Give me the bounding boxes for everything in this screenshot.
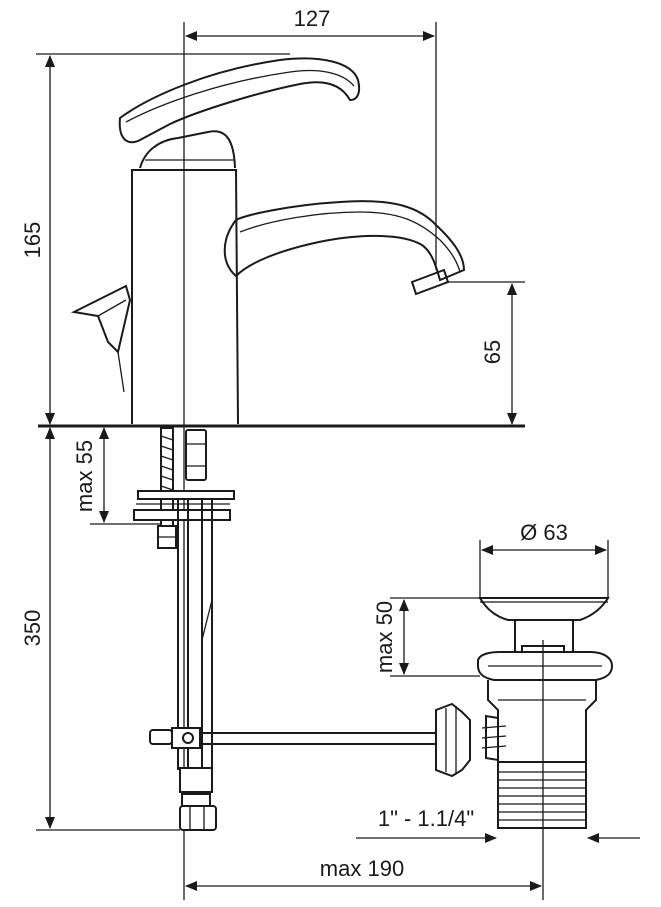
pop-up-rod [149,727,436,749]
dimension-drain-adjust: max 50 [372,597,480,677]
dimension-hose-length: 350 [20,427,180,831]
spout-reach-label: 127 [294,6,331,31]
dimension-drain-distance: max 190 [185,828,544,900]
dimension-deck-thickness: max 55 [72,427,160,525]
hose-length-label: 350 [20,610,45,647]
faucet-body [70,130,239,425]
total-height-label: 165 [20,222,45,259]
drain-distance-label: max 190 [320,856,404,881]
lever-handle [118,57,361,144]
dimension-spout-height: 65 [446,281,525,425]
mounting-hardware [133,427,235,549]
drain-thread-label: 1" - 1.1/4" [378,806,474,831]
spout [223,200,466,296]
spout-height-label: 65 [480,340,505,364]
supply-hoses [177,498,217,831]
dimension-drain-diameter: Ø 63 [479,520,609,598]
dimension-total-height: 165 [20,53,290,425]
dimension-drain-thread: 1" - 1.1/4" [356,806,640,843]
dimension-spout-reach: 127 [185,6,437,270]
deck-thickness-label: max 55 [72,440,97,512]
drain-assembly [435,597,614,829]
drain-diameter-label: Ø 63 [520,520,568,545]
drain-adjust-label: max 50 [372,601,397,673]
